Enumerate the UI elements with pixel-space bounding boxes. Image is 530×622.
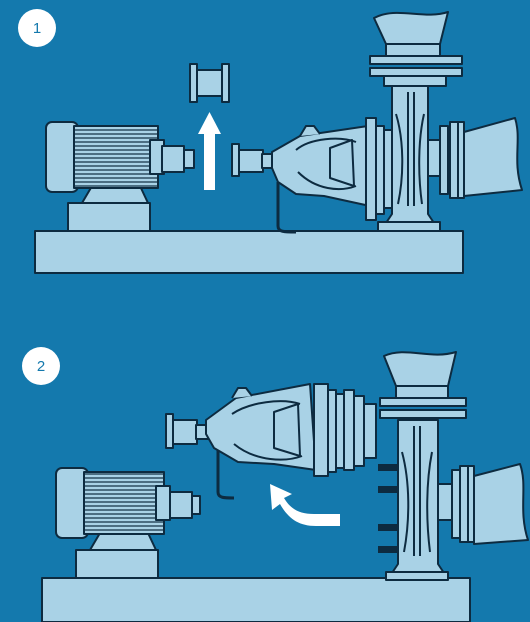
step1-pump-coupling [231,143,275,177]
step2-casing-studs [378,464,398,553]
step2-baseplate [41,577,471,622]
step2-pump-casing [385,419,449,581]
step1-assembly [34,11,523,274]
step2-pullout-unit [165,383,377,500]
step-number-1: 1 [32,19,42,37]
step1-baseplate [34,230,464,274]
step-badge-2: 2 [22,347,60,385]
step-number-2: 2 [36,357,46,375]
step1-pump-casing [377,85,441,232]
step1-flange-stack [365,117,393,221]
step1-coupling-spacer [189,63,230,103]
step2-suction-pipe [379,351,467,419]
step1-bearing-bracket [271,125,371,234]
up-arrow [198,112,221,190]
step2-motor [55,467,201,579]
step1-suction-pipe [369,11,463,87]
step1-discharge-pipe [427,117,523,199]
step-badge-1: 1 [18,9,56,47]
step1-motor [45,121,195,232]
step2-assembly [41,351,529,622]
step2-discharge-pipe [437,463,529,545]
curved-arrow [270,484,340,526]
